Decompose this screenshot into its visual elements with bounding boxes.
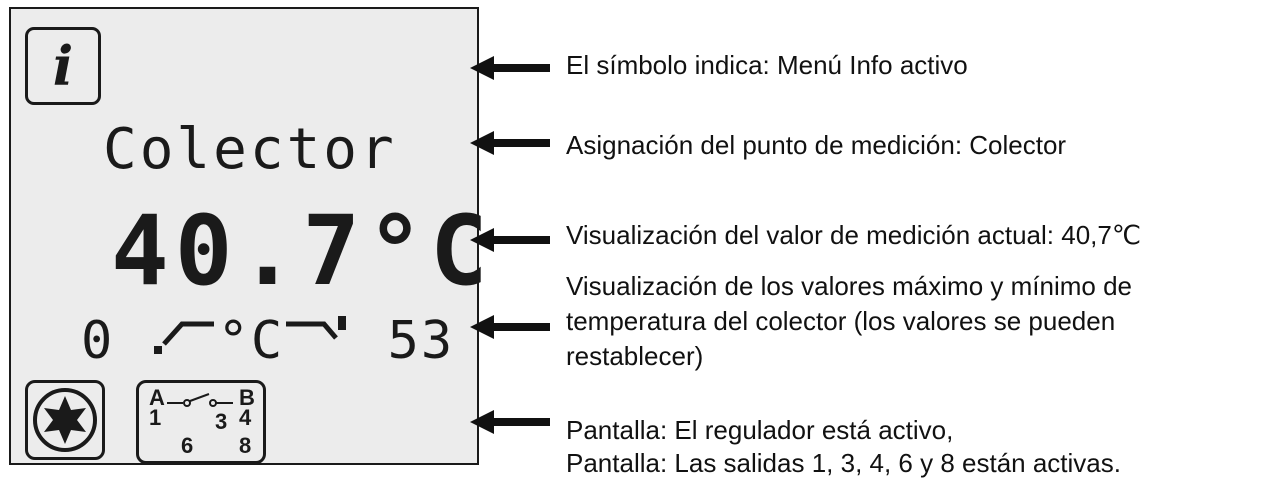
- annotation-measuring-point: Asignación del punto de medición: Colect…: [566, 130, 1067, 160]
- info-icon: i: [52, 34, 74, 98]
- annotation-current-value: Visualización del valor de medición actu…: [566, 220, 1142, 250]
- outputs-symbol: A B 1 3 4 6 8: [136, 380, 266, 464]
- arrow-left-icon: [470, 131, 550, 155]
- output-4: 4: [239, 405, 252, 430]
- info-menu-symbol: i: [25, 27, 101, 105]
- min-value: 0: [81, 311, 115, 371]
- lcd-display-panel: i Colector 40.7°C 0 °C 53 A B 1 3 4: [9, 7, 488, 465]
- output-1: 1: [149, 405, 162, 430]
- output-3: 3: [215, 409, 228, 434]
- annotation-info-menu: El símbolo indica: Menú Info activo: [566, 50, 968, 80]
- max-value: 53: [387, 311, 455, 371]
- output-8: 8: [239, 433, 252, 458]
- annotation-outputs-active: Pantalla: Las salidas 1, 3, 4, 6 y 8 est…: [566, 448, 1121, 478]
- measured-value: 40.7°C: [111, 195, 494, 307]
- annotation-controller-active: Pantalla: El regulador está activo,: [566, 415, 954, 445]
- minmax-unit: °C: [217, 311, 285, 371]
- sensor-name: Colector: [103, 117, 397, 182]
- output-6: 6: [181, 433, 194, 458]
- controller-active-symbol: [25, 380, 105, 460]
- min-trend-icon: [153, 321, 214, 354]
- star-icon: [33, 388, 97, 452]
- arrow-left-icon: [470, 228, 550, 252]
- switch-label-a: A: [149, 385, 165, 410]
- min-max-row: 0 °C 53: [81, 311, 454, 371]
- annotation-minmax-line-3: restablecer): [566, 341, 704, 371]
- switch-label-b: B: [239, 385, 255, 410]
- arrow-left-icon: [470, 56, 550, 80]
- switch-icon: [167, 393, 233, 407]
- max-trend-icon: [286, 316, 347, 340]
- annotation-minmax-line-1: Visualización de los valores máximo y mí…: [566, 271, 1132, 301]
- arrow-left-icon: [470, 315, 550, 339]
- arrow-left-icon: [470, 410, 550, 434]
- annotation-minmax-line-2: temperatura del colector (los valores se…: [566, 306, 1116, 336]
